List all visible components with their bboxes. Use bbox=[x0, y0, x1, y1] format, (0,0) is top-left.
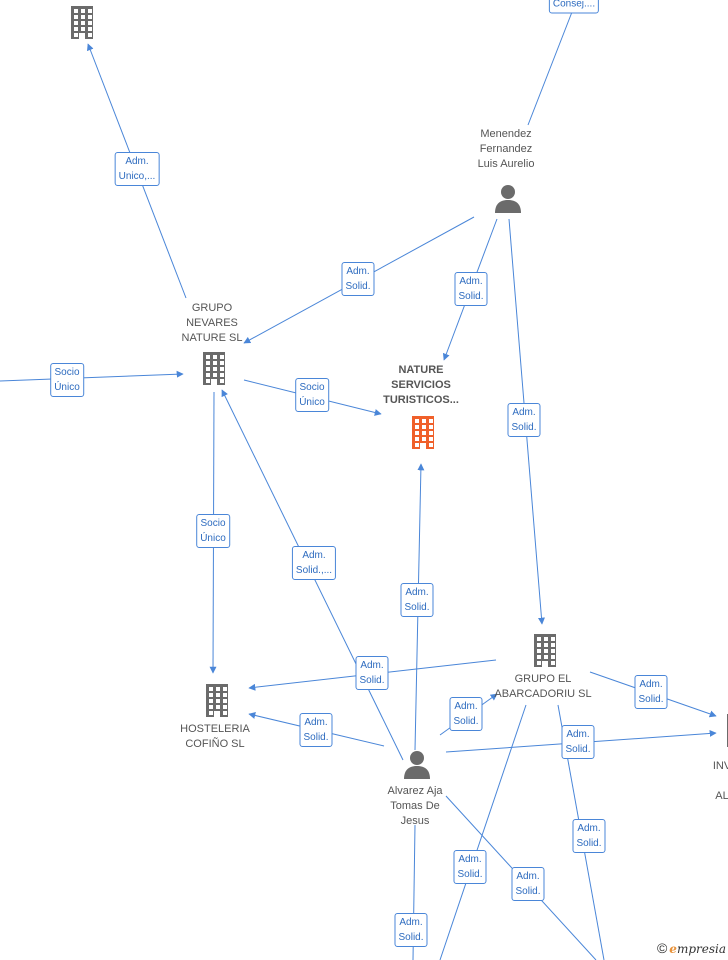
edge-label-line: Solid. bbox=[638, 694, 664, 705]
building-icon[interactable] bbox=[66, 5, 98, 44]
edge-label-line: Solid. bbox=[565, 744, 591, 755]
node-label-line: COFIÑO SL bbox=[185, 738, 245, 750]
node-label-line: SERVICIOS bbox=[391, 379, 451, 391]
node-label-nature-servicios[interactable]: NATURE SERVICIOS TURISTICOS... bbox=[383, 363, 459, 408]
relationship-edge bbox=[439, 704, 527, 960]
empresia-watermark[interactable]: ©empresia bbox=[657, 940, 726, 956]
edge-label-line: Adm. bbox=[454, 701, 478, 712]
node-label-line: Fernandez bbox=[479, 143, 533, 155]
node-label-inv-partial[interactable]: INV AL bbox=[713, 759, 728, 804]
edge-label-line: Socio bbox=[299, 382, 325, 393]
person-icon[interactable] bbox=[493, 183, 523, 218]
edge-label-line: Adm. bbox=[346, 266, 370, 277]
edge-label-line: Adm. bbox=[405, 587, 429, 598]
edge-label-line: Adm. bbox=[459, 276, 483, 287]
edge-label-line: Consej.... bbox=[552, 0, 596, 10]
edge-label-e-alvarez-bottom-right[interactable]: Adm. Solid. bbox=[511, 867, 545, 901]
edge-label-line: Adm. bbox=[304, 717, 328, 728]
edge-label-line: Solid. bbox=[404, 602, 430, 613]
edge-label-line: Solid. bbox=[303, 732, 329, 743]
relationship-edge bbox=[0, 370, 184, 382]
edge-label-e-alvarez-inv[interactable]: Adm. Solid. bbox=[561, 725, 595, 759]
edge-label-line: Adm. bbox=[566, 729, 590, 740]
edge-label-e-menendez-nevares[interactable]: Adm. Solid. bbox=[341, 262, 375, 296]
edges-layer bbox=[0, 11, 717, 960]
node-label-line: ABARCADORIU SL bbox=[494, 688, 592, 700]
node-label-line bbox=[713, 774, 728, 789]
edge-label-line: Adm. bbox=[639, 679, 663, 690]
edge-label-line: Solid. bbox=[576, 838, 602, 849]
edge-label-line: Solid. bbox=[515, 886, 541, 897]
edge-label-e-abarcadoriu-down[interactable]: Adm. Solid. bbox=[572, 819, 606, 853]
node-label-line: Jesus bbox=[400, 815, 430, 827]
node-label-line: Luis Aurelio bbox=[477, 158, 535, 170]
edge-label-e-alvarez-nature[interactable]: Adm. Solid. bbox=[400, 583, 434, 617]
edge-label-e-alvarez-hosteleria[interactable]: Adm. Solid. bbox=[299, 713, 333, 747]
edge-label-e-alvarez-abarcadoriu[interactable]: Adm. Solid. bbox=[449, 697, 483, 731]
brand-logo: empresia bbox=[669, 942, 726, 956]
relationship-edge bbox=[527, 11, 573, 126]
edge-label-line: Solid. bbox=[345, 281, 371, 292]
building-icon[interactable] bbox=[201, 683, 233, 722]
building-icon[interactable] bbox=[722, 713, 728, 752]
edge-label-line: Solid. bbox=[359, 675, 385, 686]
edge-label-line: Solid.,... bbox=[295, 565, 333, 576]
edge-label-e-alvarez-bottom[interactable]: Adm. Solid. bbox=[394, 913, 428, 947]
edge-label-line: Unico,... bbox=[118, 171, 156, 182]
edge-label-line: Adm. bbox=[512, 407, 536, 418]
node-label-line: NATURE SL bbox=[181, 332, 243, 344]
node-label-line: TURISTICOS... bbox=[383, 394, 459, 406]
node-label-line: NEVARES bbox=[186, 317, 238, 329]
node-label-grupo-el-abarcadoriu[interactable]: GRUPO EL ABARCADORIU SL bbox=[494, 672, 591, 702]
edge-label-e-abarcadoriu-hosteleria[interactable]: Adm. Solid. bbox=[355, 656, 389, 690]
edge-label-e-abarcadoriu-bottom[interactable]: Adm. Solid. bbox=[453, 850, 487, 884]
edge-label-line: Adm. bbox=[399, 917, 423, 928]
edge-label-e-alvarez-nevares[interactable]: Adm. Solid.,... bbox=[291, 546, 337, 580]
edge-label-line: Adm. bbox=[125, 156, 149, 167]
node-label-line: HOSTELERIA bbox=[180, 723, 250, 735]
edge-label-line: Solid. bbox=[453, 716, 479, 727]
node-label-line: GRUPO bbox=[191, 302, 233, 314]
edge-label-e-consej[interactable]: Consej.... bbox=[548, 0, 600, 14]
node-label-line: GRUPO EL bbox=[514, 673, 572, 685]
node-label-grupo-nevares[interactable]: GRUPO NEVARES NATURE SL bbox=[182, 301, 243, 346]
edge-label-line: Solid. bbox=[458, 291, 484, 302]
edge-label-line: Solid. bbox=[457, 869, 483, 880]
copyright-symbol: © bbox=[656, 940, 668, 956]
edge-label-e-menendez-nature[interactable]: Adm. Solid. bbox=[454, 272, 488, 306]
edge-label-line: Adm. bbox=[516, 871, 540, 882]
edge-label-line: Adm. bbox=[458, 854, 482, 865]
edge-label-e-abarcadoriu-inv[interactable]: Adm. Solid. bbox=[634, 675, 668, 709]
edge-label-line: Único bbox=[54, 382, 80, 393]
edge-label-line: Único bbox=[299, 397, 325, 408]
node-label-line: NATURE bbox=[398, 364, 444, 376]
edge-label-line: Único bbox=[200, 533, 226, 544]
edge-label-line: Adm. bbox=[577, 823, 601, 834]
edge-label-line: Adm. bbox=[360, 660, 384, 671]
node-label-line: Tomas De bbox=[390, 800, 440, 812]
edge-label-e-adm-unico[interactable]: Adm. Unico,... bbox=[114, 152, 160, 186]
building-icon[interactable] bbox=[407, 415, 439, 454]
edge-label-line: Adm. bbox=[302, 550, 326, 561]
edge-label-line: Socio bbox=[200, 518, 226, 529]
node-label-line: AL bbox=[715, 790, 728, 802]
building-icon[interactable] bbox=[529, 633, 561, 672]
building-icon[interactable] bbox=[198, 351, 230, 390]
node-label-line: Menendez bbox=[480, 128, 532, 140]
edge-label-line: Socio bbox=[54, 367, 80, 378]
node-label-line: Alvarez Aja bbox=[387, 785, 443, 797]
person-icon[interactable] bbox=[402, 749, 432, 784]
edge-label-e-menendez-abarcadoriu[interactable]: Adm. Solid. bbox=[507, 403, 541, 437]
node-label-line: INV bbox=[712, 760, 728, 772]
edge-label-line: Solid. bbox=[398, 932, 424, 943]
node-label-hosteleria-cofino[interactable]: HOSTELERIA COFIÑO SL bbox=[180, 722, 250, 752]
edge-label-line: Solid. bbox=[511, 422, 537, 433]
